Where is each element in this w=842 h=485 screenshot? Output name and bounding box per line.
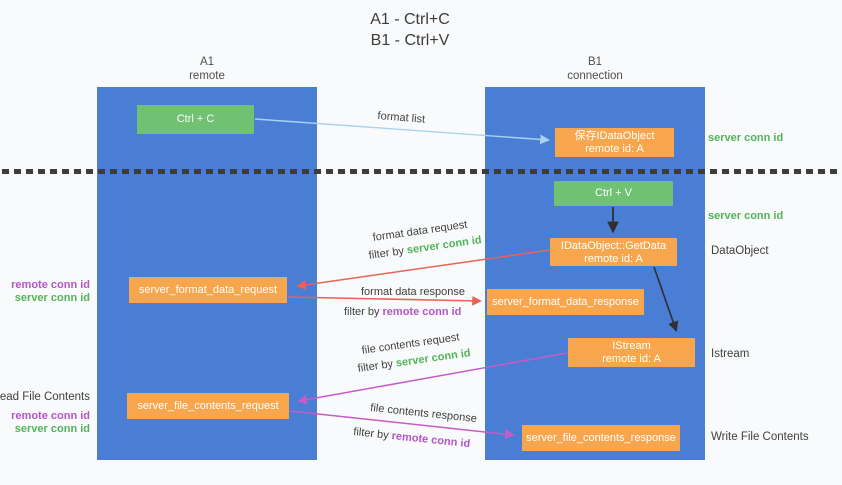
node-server-format-data-response: server_format_data_response (487, 289, 644, 315)
node-getdata-line2: remote id: A (584, 253, 643, 265)
node-istream-line1: IStream (612, 340, 651, 352)
remote-conn-id-label-top-left: remote conn id (11, 279, 90, 291)
format-data-response-arrow (287, 295, 482, 306)
lane-b1-title: B1 (587, 56, 603, 68)
title-line-1: A1 - Ctrl+C (370, 11, 450, 28)
dataobject-label: DataObject (711, 245, 769, 257)
session-divider-dotted-line (2, 169, 842, 174)
node-istream: IStream remote id: A (568, 338, 695, 367)
remote-conn-id-label-bottom-left: remote conn id (11, 410, 90, 422)
server-conn-id-label-bottom-left: server conn id (14, 423, 90, 435)
lane-b1-subtitle: connection (567, 70, 623, 82)
server-conn-id-label-top-left: server conn id (14, 292, 90, 304)
node-server-format-data-request: server_format_data_request (129, 277, 287, 303)
file-contents-request-arrow (297, 352, 568, 405)
title-line-2: B1 - Ctrl+V (370, 32, 450, 49)
node-ctrl-v: Ctrl + V (554, 181, 673, 206)
format-data-response-filter-label: filter by remote conn id (344, 306, 461, 318)
node-save-idataobject: 保存IDataObject remote id: A (555, 128, 674, 157)
lane-header-b1: B1 connection (485, 55, 705, 83)
format-list-arrow (254, 118, 550, 145)
node-idataobject-getdata: IDataObject::GetData remote id: A (550, 238, 677, 266)
node-ctrl-c: Ctrl + C (137, 105, 254, 134)
lane-a1-title: A1 (199, 56, 215, 68)
diagram-title: A1 - Ctrl+C B1 - Ctrl+V (0, 9, 820, 51)
node-save-idataobject-line1: 保存IDataObject (574, 130, 655, 142)
remote-conn-id-key: remote conn id (382, 306, 462, 318)
read-file-contents-label: Read File Contents (0, 391, 90, 403)
file-contents-response-arrow (289, 410, 515, 440)
getdata-to-istream-arrow (653, 266, 679, 332)
lane-header-a1: A1 remote (97, 55, 317, 83)
node-istream-line2: remote id: A (602, 353, 661, 365)
node-save-idataobject-line2: remote id: A (585, 143, 644, 155)
format-data-response-label: format data response (361, 286, 465, 298)
lane-a1-subtitle: remote (189, 70, 225, 82)
server-conn-id-label-top-right: server conn id (708, 132, 784, 144)
node-server-file-contents-request: server_file_contents_request (127, 393, 289, 419)
filter-by-prefix: filter by (344, 306, 380, 318)
node-server-file-contents-response: server_file_contents_response (522, 425, 680, 451)
istream-label: Istream (711, 348, 750, 360)
node-getdata-line1: IDataObject::GetData (560, 240, 667, 252)
write-file-contents-label: Write File Contents (711, 431, 809, 443)
format-data-request-arrow (296, 249, 551, 290)
server-conn-id-label-mid-right: server conn id (708, 210, 784, 222)
